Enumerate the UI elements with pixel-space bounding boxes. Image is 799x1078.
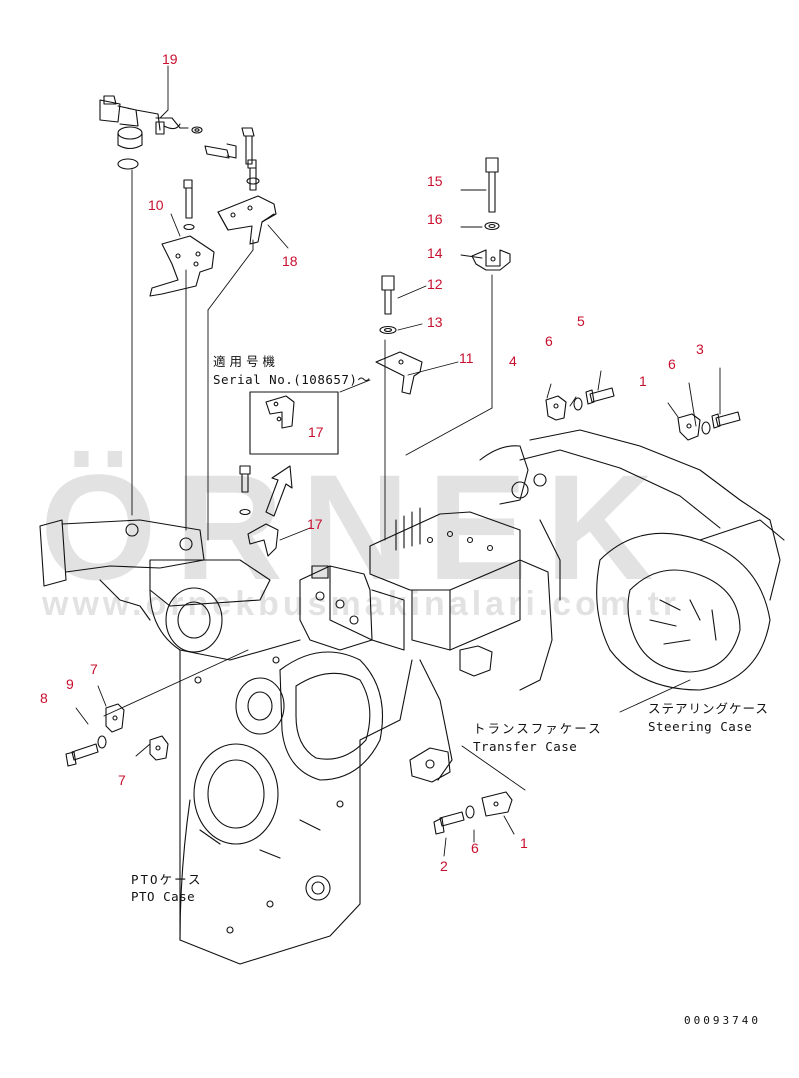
callout-7-a: 7	[90, 661, 98, 677]
part-14-clamp	[471, 249, 511, 271]
callout-18: 18	[282, 253, 298, 269]
part-6-washer-c	[465, 805, 475, 819]
callout-14: 14	[427, 245, 443, 261]
callout-12: 12	[427, 276, 443, 292]
part-6-washer-a	[573, 397, 583, 411]
part-18-bracket	[217, 159, 277, 245]
callout-6-a: 6	[545, 333, 553, 349]
part-7-clip-b	[149, 735, 169, 761]
part-9-washer	[97, 735, 107, 749]
part-6-washer-b	[701, 421, 711, 435]
part-17-bracket-lower	[239, 465, 279, 557]
part-5-bolt	[585, 387, 615, 405]
part-3-bolt	[711, 411, 741, 429]
part-8-bolt	[65, 743, 99, 767]
callout-2: 2	[440, 858, 448, 874]
callout-17-inset: 17	[308, 424, 324, 440]
part-16-washer	[484, 221, 500, 231]
leader-lines	[75, 65, 721, 857]
part-7-clip-a	[105, 703, 125, 733]
callout-19: 19	[162, 51, 178, 67]
watermark-brand: ÖRNEK	[40, 443, 672, 611]
callout-5: 5	[577, 313, 585, 329]
transfer-case-label-jp: トランスファケース	[473, 721, 603, 736]
part-10-bracket	[149, 179, 215, 297]
callout-7-b: 7	[118, 772, 126, 788]
direction-arrow	[265, 465, 293, 517]
part-1-clip-b	[481, 791, 513, 817]
callout-11: 11	[459, 350, 474, 366]
steering-case	[479, 429, 785, 691]
part-15-bolt	[485, 157, 499, 213]
serial-label-en: Serial No.(108657)～	[213, 372, 371, 387]
serial-label-jp: 適用号機	[213, 354, 280, 369]
steering-case-label-en: Steering Case	[648, 719, 753, 734]
pto-case	[149, 587, 413, 965]
callout-10: 10	[148, 197, 164, 213]
callout-6-b: 6	[668, 356, 676, 372]
callout-16: 16	[427, 211, 443, 227]
valve-block	[299, 565, 405, 651]
part-4-bracket	[545, 395, 567, 421]
callout-15: 15	[427, 173, 443, 189]
transfer-case	[369, 507, 553, 783]
callout-1-b: 1	[520, 835, 528, 851]
callout-13: 13	[427, 314, 443, 330]
callout-9: 9	[66, 676, 74, 692]
callout-17: 17	[307, 516, 323, 532]
part-1-clip-a	[677, 413, 701, 441]
callout-8: 8	[40, 690, 48, 706]
part-12-bolt	[381, 275, 395, 315]
pto-case-label-en: PTO Case	[131, 889, 196, 904]
pto-case-label-jp: PTOケース	[131, 872, 203, 887]
steering-case-label-jp: ステアリングケース	[648, 701, 769, 716]
part-13-washer	[379, 325, 397, 335]
part-11-plate	[375, 351, 423, 395]
callout-3: 3	[696, 341, 704, 357]
part-19-sensor	[99, 95, 255, 170]
callout-1-a: 1	[639, 373, 647, 389]
serial-inset-box	[249, 391, 339, 455]
transfer-case-label-en: Transfer Case	[473, 739, 578, 754]
document-number: 00093740	[684, 1014, 761, 1027]
pipe-assembly	[39, 519, 271, 621]
part-2-bolt	[433, 811, 465, 835]
callout-6-c: 6	[471, 840, 479, 856]
callout-4: 4	[509, 353, 517, 369]
